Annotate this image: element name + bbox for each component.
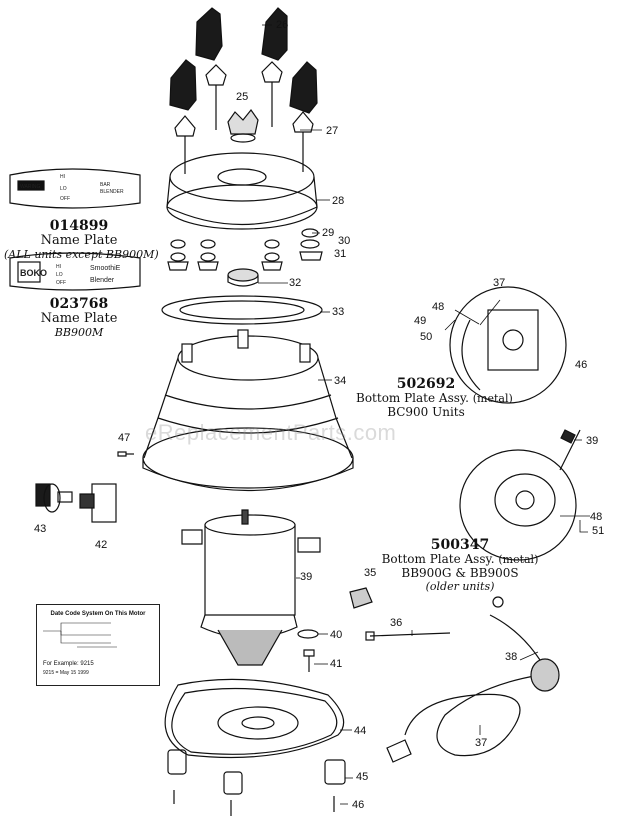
plate1-hi: HI [60,174,65,180]
base-plate-44 [164,678,345,759]
callout-42: 42 [95,539,108,551]
blade-spikes [205,61,283,130]
bottom-plate-502692-part-number: 502692 [396,376,456,392]
name-plate-2-caption: 023768 Name Plate BB900M [4,296,154,340]
callout-47: 47 [118,432,131,444]
name-plate-2-part-number: 023768 [49,296,109,312]
name-plate-2-graphic [9,252,141,291]
leader-lines [258,24,590,805]
callout-34: 34 [334,375,347,387]
name-plate-1-note: (ALL units except BB900M) [4,248,159,262]
plate1-lo: LO [60,186,67,192]
callout-32: 32 [289,277,302,289]
name-plate-1-graphic [9,168,141,209]
callout-27: 27 [326,125,339,137]
switch-42 [79,483,117,523]
bottom-plate-502692-material: (metal) [472,392,513,406]
screw-41 [303,649,315,672]
callout-43: 43 [34,523,47,535]
callout-36: 36 [390,617,403,629]
toggle-switch-43 [35,483,73,513]
callout-25: 25 [236,91,249,103]
callout-51: 51 [592,525,605,537]
cable-tie-36 [365,631,451,641]
callout-26: 26 [276,19,289,31]
bottom-plate-500347-caption: 500347 Bottom Plate Assy. (metal) BB900G… [380,537,540,593]
name-plate-1-name: Name Plate [40,233,118,249]
screws-46 [173,790,335,816]
callout-39-motor: 39 [300,571,313,583]
motor-39 [181,509,321,666]
name-plate-1-part-number: 014899 [49,218,109,234]
date-code-example-code: 9215 [80,661,94,667]
plate1-line1: BAR [100,182,111,188]
plate1-brand: WARING [20,184,40,190]
main-housing-34 [142,329,354,491]
bottom-plate-500347-units: BB900G & BB900S [401,565,519,580]
callout-45: 45 [356,771,369,783]
watermark: eReplacementParts.com [145,420,397,445]
plate2-hi: HI [56,264,61,270]
bottom-plate-500347-note: (older units) [425,579,495,593]
washer-40 [297,629,319,639]
callout-48-plate: 48 [432,301,445,313]
name-plate-2-name: Name Plate [40,311,118,327]
plate1-off: OFF [60,196,70,202]
bottom-plate-502692-units: BC900 Units [387,404,465,419]
date-code-example-label: For Example: [43,661,79,667]
power-cord-37 [386,596,560,763]
gasket-33 [161,295,323,325]
callout-37-plate: 37 [493,277,506,289]
bearing-32 [227,268,259,287]
callout-44: 44 [354,725,367,737]
callout-37-cord: 37 [475,737,488,749]
bottom-plate-500347-title: Bottom Plate Assy. [381,552,495,567]
name-plate-2-note: BB900M [54,326,104,340]
washers-nuts [167,228,323,271]
date-code-example-text: 9215 = May 15 1999 [43,670,89,676]
bottom-plate-502692-title: Bottom Plate Assy. [356,391,469,406]
callout-50: 50 [420,331,433,343]
callout-39-plate: 39 [586,435,599,447]
callout-48-plate2: 48 [590,511,603,523]
callout-40: 40 [330,629,343,641]
plate2-lo: LO [56,272,63,278]
callout-35: 35 [364,567,377,579]
callout-30: 30 [338,235,351,247]
date-code-box: Date Code System On This Motor For Examp… [36,604,160,686]
screw-47 [117,451,134,457]
agitator-25 [227,108,259,143]
clamp-screw-27 [174,111,314,174]
callout-49: 49 [414,315,427,327]
callout-33: 33 [332,306,345,318]
plate2-line2: Blender [90,277,115,284]
bottom-plate-502692-caption: 502692 Bottom Plate Assy. (metal) BC900 … [356,376,513,420]
wire-nut-35 [349,587,373,609]
callout-46-plate: 46 [575,359,588,371]
blade-block-26 [169,7,318,114]
bottom-plate-500347 [459,429,581,561]
plate1-line2: BLENDER [100,189,124,195]
callout-31: 31 [334,248,347,260]
callout-28: 28 [332,195,345,207]
callout-41: 41 [330,658,343,670]
plate2-brand: BOKO [20,268,47,278]
plate2-line1: SmoothiE [90,265,121,272]
bottom-plate-500347-part-number: 500347 [430,537,490,553]
top-housing-28 [166,152,318,230]
date-code-lines [43,622,117,648]
plate2-off: OFF [56,280,66,286]
callout-46: 46 [352,799,365,811]
date-code-title: Date Code System On This Motor [50,611,146,617]
bottom-plate-502692 [449,286,567,404]
callout-29: 29 [322,227,335,239]
callout-38: 38 [505,651,518,663]
bottom-plate-500347-material: (metal) [498,553,539,567]
name-plate-1-caption: 014899 Name Plate (ALL units except BB90… [4,218,159,262]
feet-45 [167,749,346,795]
